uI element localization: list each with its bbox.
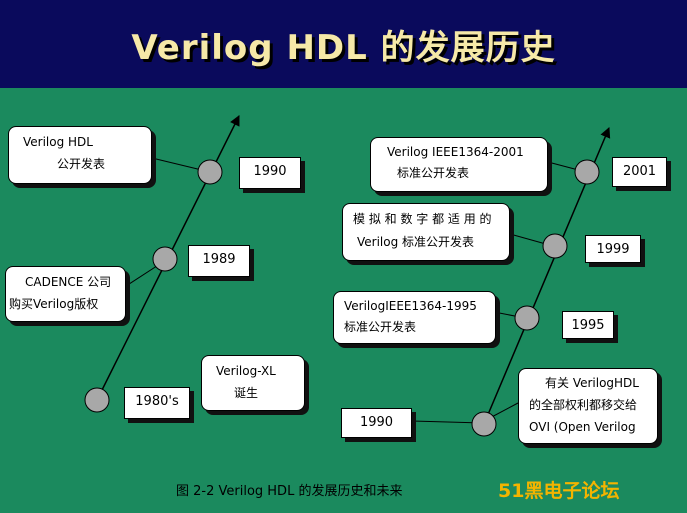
callout-line: 的全部权利都移交给 — [529, 398, 638, 412]
callout-line: 公开发表 — [57, 157, 106, 171]
timeline-node — [471, 411, 497, 437]
callout-line: 模 拟 和 数 字 都 适 用 的 — [353, 212, 492, 226]
callout-verilog-xl: Verilog-XL 诞生 — [201, 355, 305, 411]
callout-line: CADENCE 公司 — [25, 275, 112, 289]
callout-line: OVI (Open Verilog — [529, 420, 636, 434]
year-label: 1990 — [341, 408, 412, 438]
callout-ieee2001: Verilog IEEE1364-2001 标准公开发表 — [370, 137, 548, 192]
timeline-node — [197, 159, 223, 185]
year-label: 2001 — [612, 157, 667, 187]
forum-watermark: 51黑电子论坛 — [498, 480, 620, 502]
callout-line: VerilogIEEE1364-1995 — [344, 299, 477, 313]
timeline-node — [574, 159, 600, 185]
callout-mixed-signal: 模 拟 和 数 字 都 适 用 的 Verilog 标准公开发表 — [342, 203, 510, 261]
callout-line: 标准公开发表 — [397, 166, 470, 180]
timeline-node — [84, 387, 110, 413]
callout-line: Verilog IEEE1364-2001 — [387, 145, 524, 159]
callout-line: 诞生 — [234, 386, 259, 400]
callout-ieee1995: VerilogIEEE1364-1995 标准公开发表 — [333, 291, 496, 344]
page-title: Verilog HDL 的发展历史 — [131, 28, 556, 68]
callout-line: 购买Verilog版权 — [9, 297, 99, 311]
figure-caption: 图 2-2 Verilog HDL 的发展历史和未来 — [176, 484, 403, 499]
timeline-node — [152, 246, 178, 272]
callout-line: 标准公开发表 — [344, 320, 417, 334]
timeline-node — [514, 305, 540, 331]
callout-line: Verilog HDL — [23, 135, 93, 149]
callout-line: 有关 VerilogHDL — [545, 376, 639, 390]
connector-line — [411, 420, 484, 424]
year-label: 1995 — [562, 311, 614, 339]
callout-cadence: CADENCE 公司 购买Verilog版权 — [5, 266, 126, 322]
header-band — [0, 0, 687, 86]
year-label: 1989 — [188, 245, 250, 277]
timeline-node — [542, 233, 568, 259]
year-label: 1990 — [239, 157, 301, 189]
callout-line: Verilog 标准公开发表 — [357, 235, 475, 249]
year-label: 1999 — [585, 235, 641, 263]
callout-verilog-hdl-public: Verilog HDL 公开发表 — [8, 126, 152, 184]
callout-line: Verilog-XL — [216, 364, 276, 378]
year-label: 1980's — [124, 387, 190, 419]
callout-ovi: 有关 VerilogHDL 的全部权利都移交给 OVI (Open Verilo… — [518, 368, 658, 444]
